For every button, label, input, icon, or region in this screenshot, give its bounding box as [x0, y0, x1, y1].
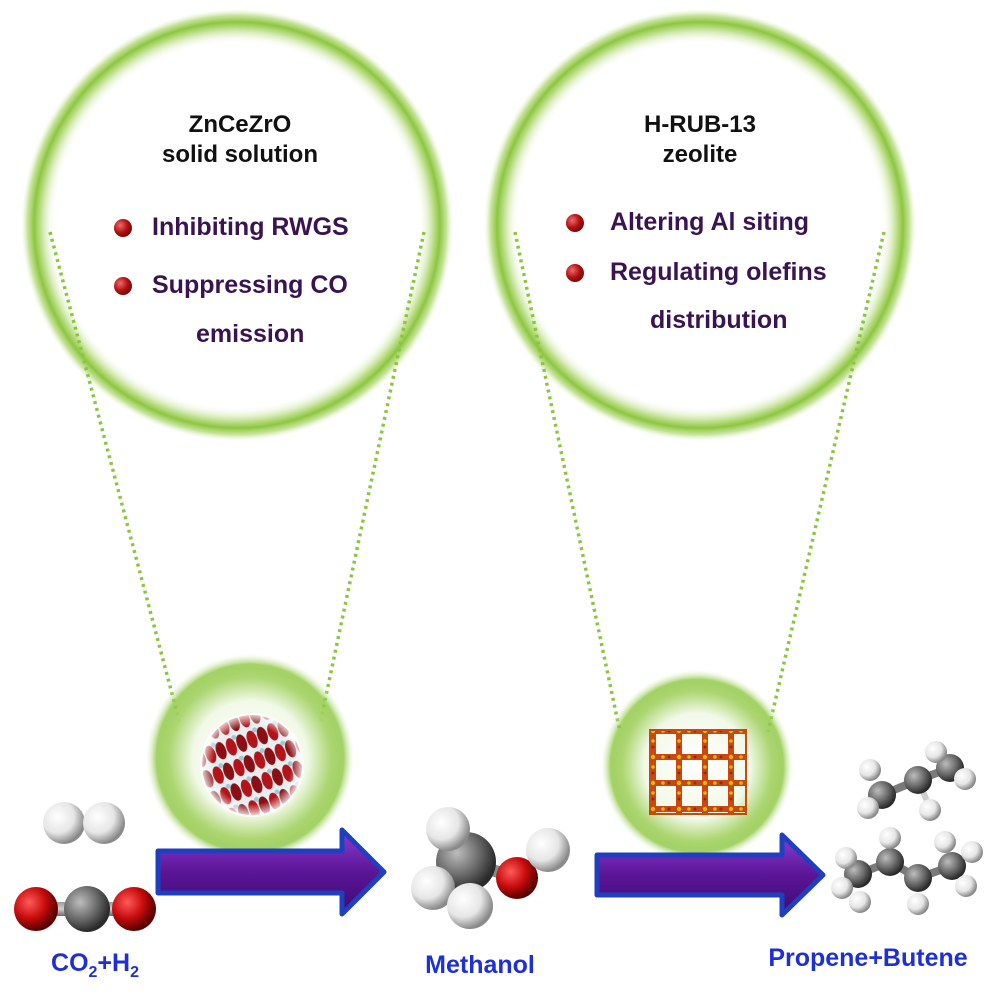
- left-bullet-dot-2: [114, 277, 132, 295]
- left-bullet-2-line2: emission: [196, 320, 305, 348]
- left-title-line2: solid solution: [162, 141, 318, 168]
- left-catalyst-title: ZnCeZrO solid solution: [110, 110, 370, 170]
- left-zoom-ring: [21, 9, 453, 441]
- reactant-subscript-1: 2: [88, 964, 98, 981]
- intermediate-label: Methanol: [425, 951, 535, 979]
- left-bullet-dot-1: [114, 219, 132, 237]
- reactant-plus-h: +H: [97, 949, 131, 977]
- product-label: Propene+Butene: [768, 944, 968, 972]
- left-bullet-1: Inhibiting RWGS: [152, 213, 349, 241]
- zeolite-framework: [649, 729, 747, 815]
- arrow-1: [155, 827, 387, 917]
- left-bullet-2-line1: Suppressing CO: [152, 271, 348, 299]
- arrow-2: [594, 832, 826, 918]
- reactant-label: CO2+H2: [20, 948, 170, 988]
- right-bullet-dot-1: [566, 214, 584, 232]
- co2-molecule: [14, 886, 156, 932]
- butene-molecule: [831, 827, 983, 915]
- h2-molecule: [43, 802, 125, 844]
- right-title-line2: zeolite: [662, 141, 738, 168]
- reactant-subscript-2: 2: [130, 964, 139, 981]
- left-connector-outer: [48, 231, 182, 725]
- right-connector-outer: [513, 231, 622, 733]
- right-connector-inner: [766, 231, 886, 733]
- reactant-co: CO: [51, 949, 89, 977]
- right-bullet-dot-2: [566, 264, 584, 282]
- right-catalyst-title: H-RUB-13 zeolite: [570, 110, 830, 170]
- right-zoom-ring: [484, 9, 916, 441]
- right-bullet-2-line1: Regulating olefins: [610, 258, 827, 286]
- right-bullet-1: Altering Al siting: [610, 208, 810, 236]
- methanol-molecule: [411, 807, 570, 929]
- left-title-line1: ZnCeZrO: [188, 111, 292, 138]
- right-bullet-2-line2: distribution: [650, 306, 788, 334]
- right-title-line1: H-RUB-13: [643, 111, 756, 138]
- propene-molecule: [857, 741, 976, 821]
- oxide-cluster: [200, 713, 304, 817]
